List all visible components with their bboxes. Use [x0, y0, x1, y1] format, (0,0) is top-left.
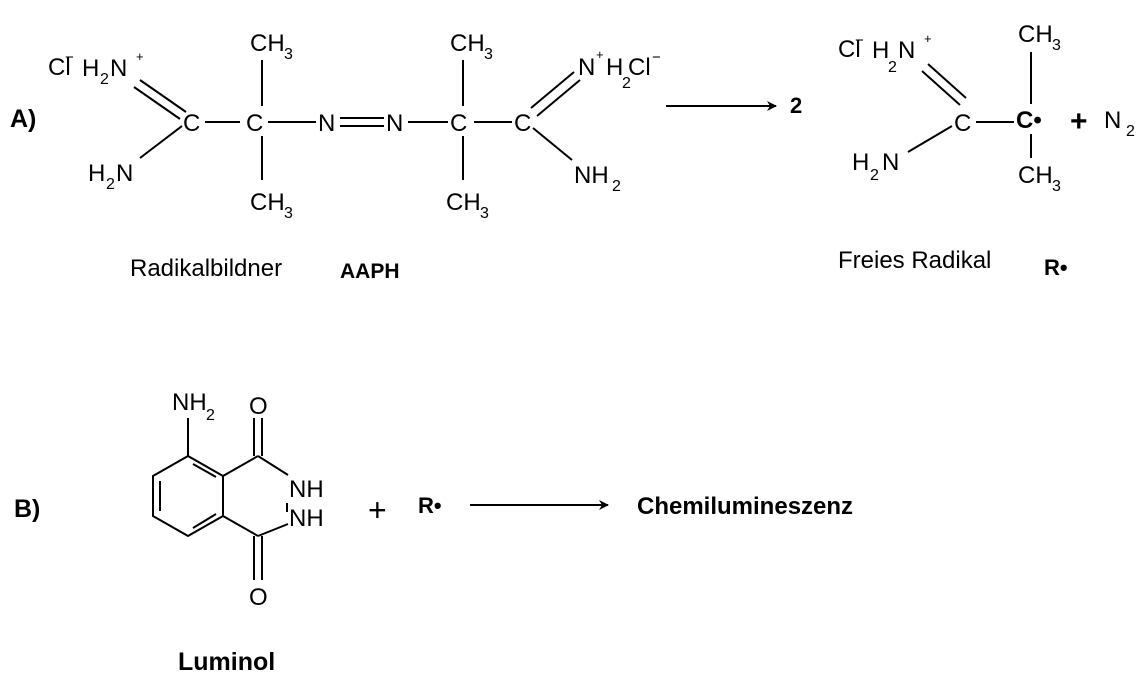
radical-h2n-sub: 2 [870, 167, 879, 184]
radical-bond-n-c-double-1 [927, 63, 967, 99]
aaph-ch3-top-left: CH [250, 30, 285, 57]
radical-ch3-top: CH [1018, 21, 1053, 48]
aaph-ch3-bottom-left: CH [250, 189, 285, 216]
bond-c4-nh2 [532, 127, 573, 161]
aaph-ch3-bottom-left-sub: 3 [284, 205, 293, 222]
reaction-a-label: A) [10, 105, 36, 133]
nitrogen-sub: 2 [1126, 123, 1135, 140]
luminol-bond-c-nh-top [257, 455, 289, 476]
aaph-n-azo-2: N [386, 110, 403, 137]
luminol-bond-c-ring-bottom [222, 515, 259, 537]
radical-caption: Freies Radikal [838, 247, 991, 274]
bond-c4-n-double-1 [530, 71, 575, 109]
bond-c1-nh2 [139, 125, 183, 159]
aaph-cl-left: Cl [48, 54, 71, 81]
reaction-a-plus: + [1070, 105, 1088, 138]
reaction-b-plus: + [368, 492, 387, 528]
aaph-c3: C [450, 110, 467, 137]
aaph-minus-right: − [652, 49, 661, 66]
radical-minus: − [855, 32, 864, 49]
luminol-benzene-inner-2 [192, 513, 217, 529]
radical-h-sub: 2 [888, 59, 897, 76]
nitrogen-n: N [1104, 107, 1121, 134]
aaph-nh2-bottom-right: NH [574, 162, 609, 189]
bond-n-c-double-2 [133, 86, 181, 120]
reaction-b-product: Chemilumineszenz [637, 493, 853, 520]
aaph-plus-left: + [136, 49, 144, 64]
radical-ch3-bottom-sub: 3 [1052, 178, 1061, 195]
radical-n: N [898, 37, 915, 64]
aaph-c1: C [183, 110, 200, 137]
radical-plus: + [924, 31, 932, 46]
luminol-nh2: NH [172, 389, 207, 416]
aaph-h-right: H [606, 54, 623, 81]
luminol-o-bottom: O [249, 584, 268, 611]
aaph-ch3-top-right-sub: 3 [484, 46, 493, 63]
aaph-ch3-top-right: CH [450, 30, 485, 57]
radical-molecule: Cl − H 2 N + C H 2 N C• CH 3 CH 3 [838, 21, 1061, 195]
bond-c4-n-double-2 [536, 79, 581, 117]
luminol-nh-bottom: NH [289, 505, 324, 532]
luminol-molecule: NH 2 O O NH NH [152, 389, 324, 611]
reaction-b-reactant: R• [418, 493, 442, 518]
luminol-o-top: O [249, 393, 268, 420]
luminol-bond-ring-c-top [222, 455, 259, 477]
aaph-molecule: Cl − H 2 N + C H 2 N C CH 3 CH 3 N N C C… [48, 30, 661, 222]
aaph-ch3-bottom-right-sub: 3 [480, 205, 489, 222]
radical-h2n-n: N [882, 149, 899, 176]
aaph-n-left: N [110, 55, 127, 82]
luminol-benzene-ring [152, 454, 224, 538]
aaph-ch3-bottom-right: CH [446, 189, 481, 216]
aaph-cl-right: Cl [628, 54, 651, 81]
luminol-bond-nh-c-bottom [257, 523, 289, 537]
aaph-n-bottom: N [116, 160, 133, 187]
luminol-nh-top: NH [289, 476, 324, 503]
aaph-ch3-top-left-sub: 3 [284, 46, 293, 63]
aaph-c4: C [514, 110, 531, 137]
radical-ch3-top-sub: 3 [1052, 37, 1061, 54]
radical-cl: Cl [838, 36, 861, 63]
reaction-b-label: B) [14, 495, 40, 523]
aaph-sub2-bottom: 2 [106, 176, 115, 193]
aaph-n-azo-1: N [318, 110, 335, 137]
radical-symbol: R• [1044, 255, 1068, 280]
bond-n-c-double-1 [139, 79, 187, 113]
radical-h2n-h: H [852, 149, 869, 176]
radical-c: C [954, 110, 971, 137]
luminol-nh2-sub: 2 [206, 407, 215, 424]
aaph-sub2-right: 2 [622, 75, 631, 92]
radical-h: H [872, 37, 889, 64]
luminol-name: Luminol [178, 648, 275, 676]
reaction-a-coefficient: 2 [790, 93, 802, 118]
radical-bond-n-c-double-2 [921, 70, 961, 106]
radical-bond-c-nh2 [907, 125, 953, 153]
aaph-h-left: H [82, 55, 99, 82]
aaph-n-right: N [578, 54, 595, 81]
aaph-plus-right: + [596, 47, 604, 62]
aaph-sub2-left: 2 [100, 71, 109, 88]
aaph-c2: C [246, 110, 263, 137]
radical-c-dot: C• [1016, 107, 1042, 134]
aaph-minus-left: − [65, 49, 74, 66]
aaph-nh2-bottom-right-sub: 2 [612, 178, 621, 195]
aaph-name: AAPH [340, 260, 400, 283]
radical-ch3-bottom: CH [1018, 162, 1053, 189]
aaph-h-bottom: H [88, 160, 105, 187]
luminol-benzene-inner-3 [192, 463, 217, 478]
aaph-caption: Radikalbildner [130, 255, 282, 282]
